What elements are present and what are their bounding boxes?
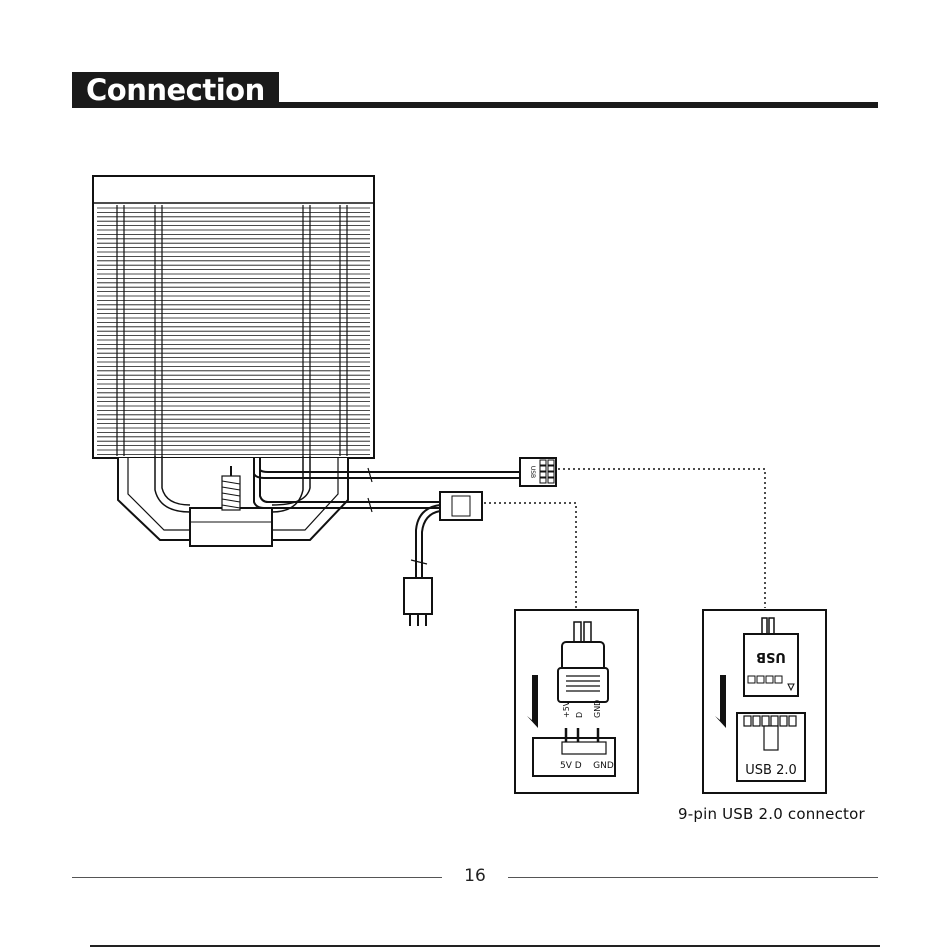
usb-plug-text: USB — [756, 649, 786, 664]
usb-cable-plug: USB — [520, 458, 556, 486]
footer-rule-left — [72, 877, 442, 878]
usb-header-label: USB 2.0 — [745, 763, 797, 778]
bottom-rule — [90, 945, 880, 947]
footer-rule-right — [508, 877, 878, 878]
cpu-cooler-illustration — [93, 176, 374, 546]
usb-connection-panel: USB USB 2.0 — [703, 610, 826, 793]
plug-pin-5v-label: +5V — [562, 700, 571, 718]
plug-pin-gnd-label: GND — [593, 700, 602, 718]
argb-cable-plug — [404, 578, 432, 626]
usb-plug-label: USB — [529, 466, 536, 478]
usb-connector-caption: 9-pin USB 2.0 connector — [678, 805, 865, 823]
page-number: 16 — [440, 866, 510, 886]
leader-lines — [484, 469, 765, 608]
plug-pin-d-label: D — [575, 712, 584, 718]
argb-splitter-plug — [440, 492, 482, 520]
argb-header-label: 5V D GND — [560, 761, 614, 771]
argb-connection-panel: +5V D GND 5V D GND — [515, 610, 638, 793]
